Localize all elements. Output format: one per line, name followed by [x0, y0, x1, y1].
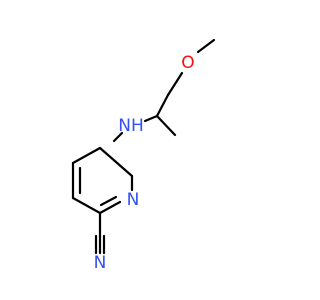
- nitrile-nitrogen-label: N: [94, 253, 107, 273]
- bond-amine-ring: [112, 131, 124, 143]
- amine-nh-label: NH: [118, 116, 144, 136]
- bond-oxygen-methylene: [166, 71, 184, 97]
- bond-methyl-oxygen: [196, 38, 216, 54]
- bond-methylene-methine: [155, 93, 170, 118]
- oxygen-label: O: [181, 53, 194, 73]
- bond-methine-methyl: [155, 114, 177, 137]
- molecule-structure: O NH N N: [71, 38, 216, 273]
- atom-labels: O NH N N: [94, 53, 195, 273]
- bonds: [71, 38, 216, 255]
- bond-ring-c3-c2: [71, 196, 102, 215]
- ring-nitrogen-label: N: [127, 190, 140, 210]
- bond-ring-c5-c4: [71, 146, 102, 165]
- bond-ring-c2-n1-outer: [98, 200, 122, 215]
- bond-ring-c6-c5-outer: [98, 146, 134, 178]
- bond-methine-amine: [143, 114, 159, 123]
- molecule-canvas: O NH N N: [71, 38, 216, 273]
- bond-ring-c2-n1-inner: [99, 195, 118, 207]
